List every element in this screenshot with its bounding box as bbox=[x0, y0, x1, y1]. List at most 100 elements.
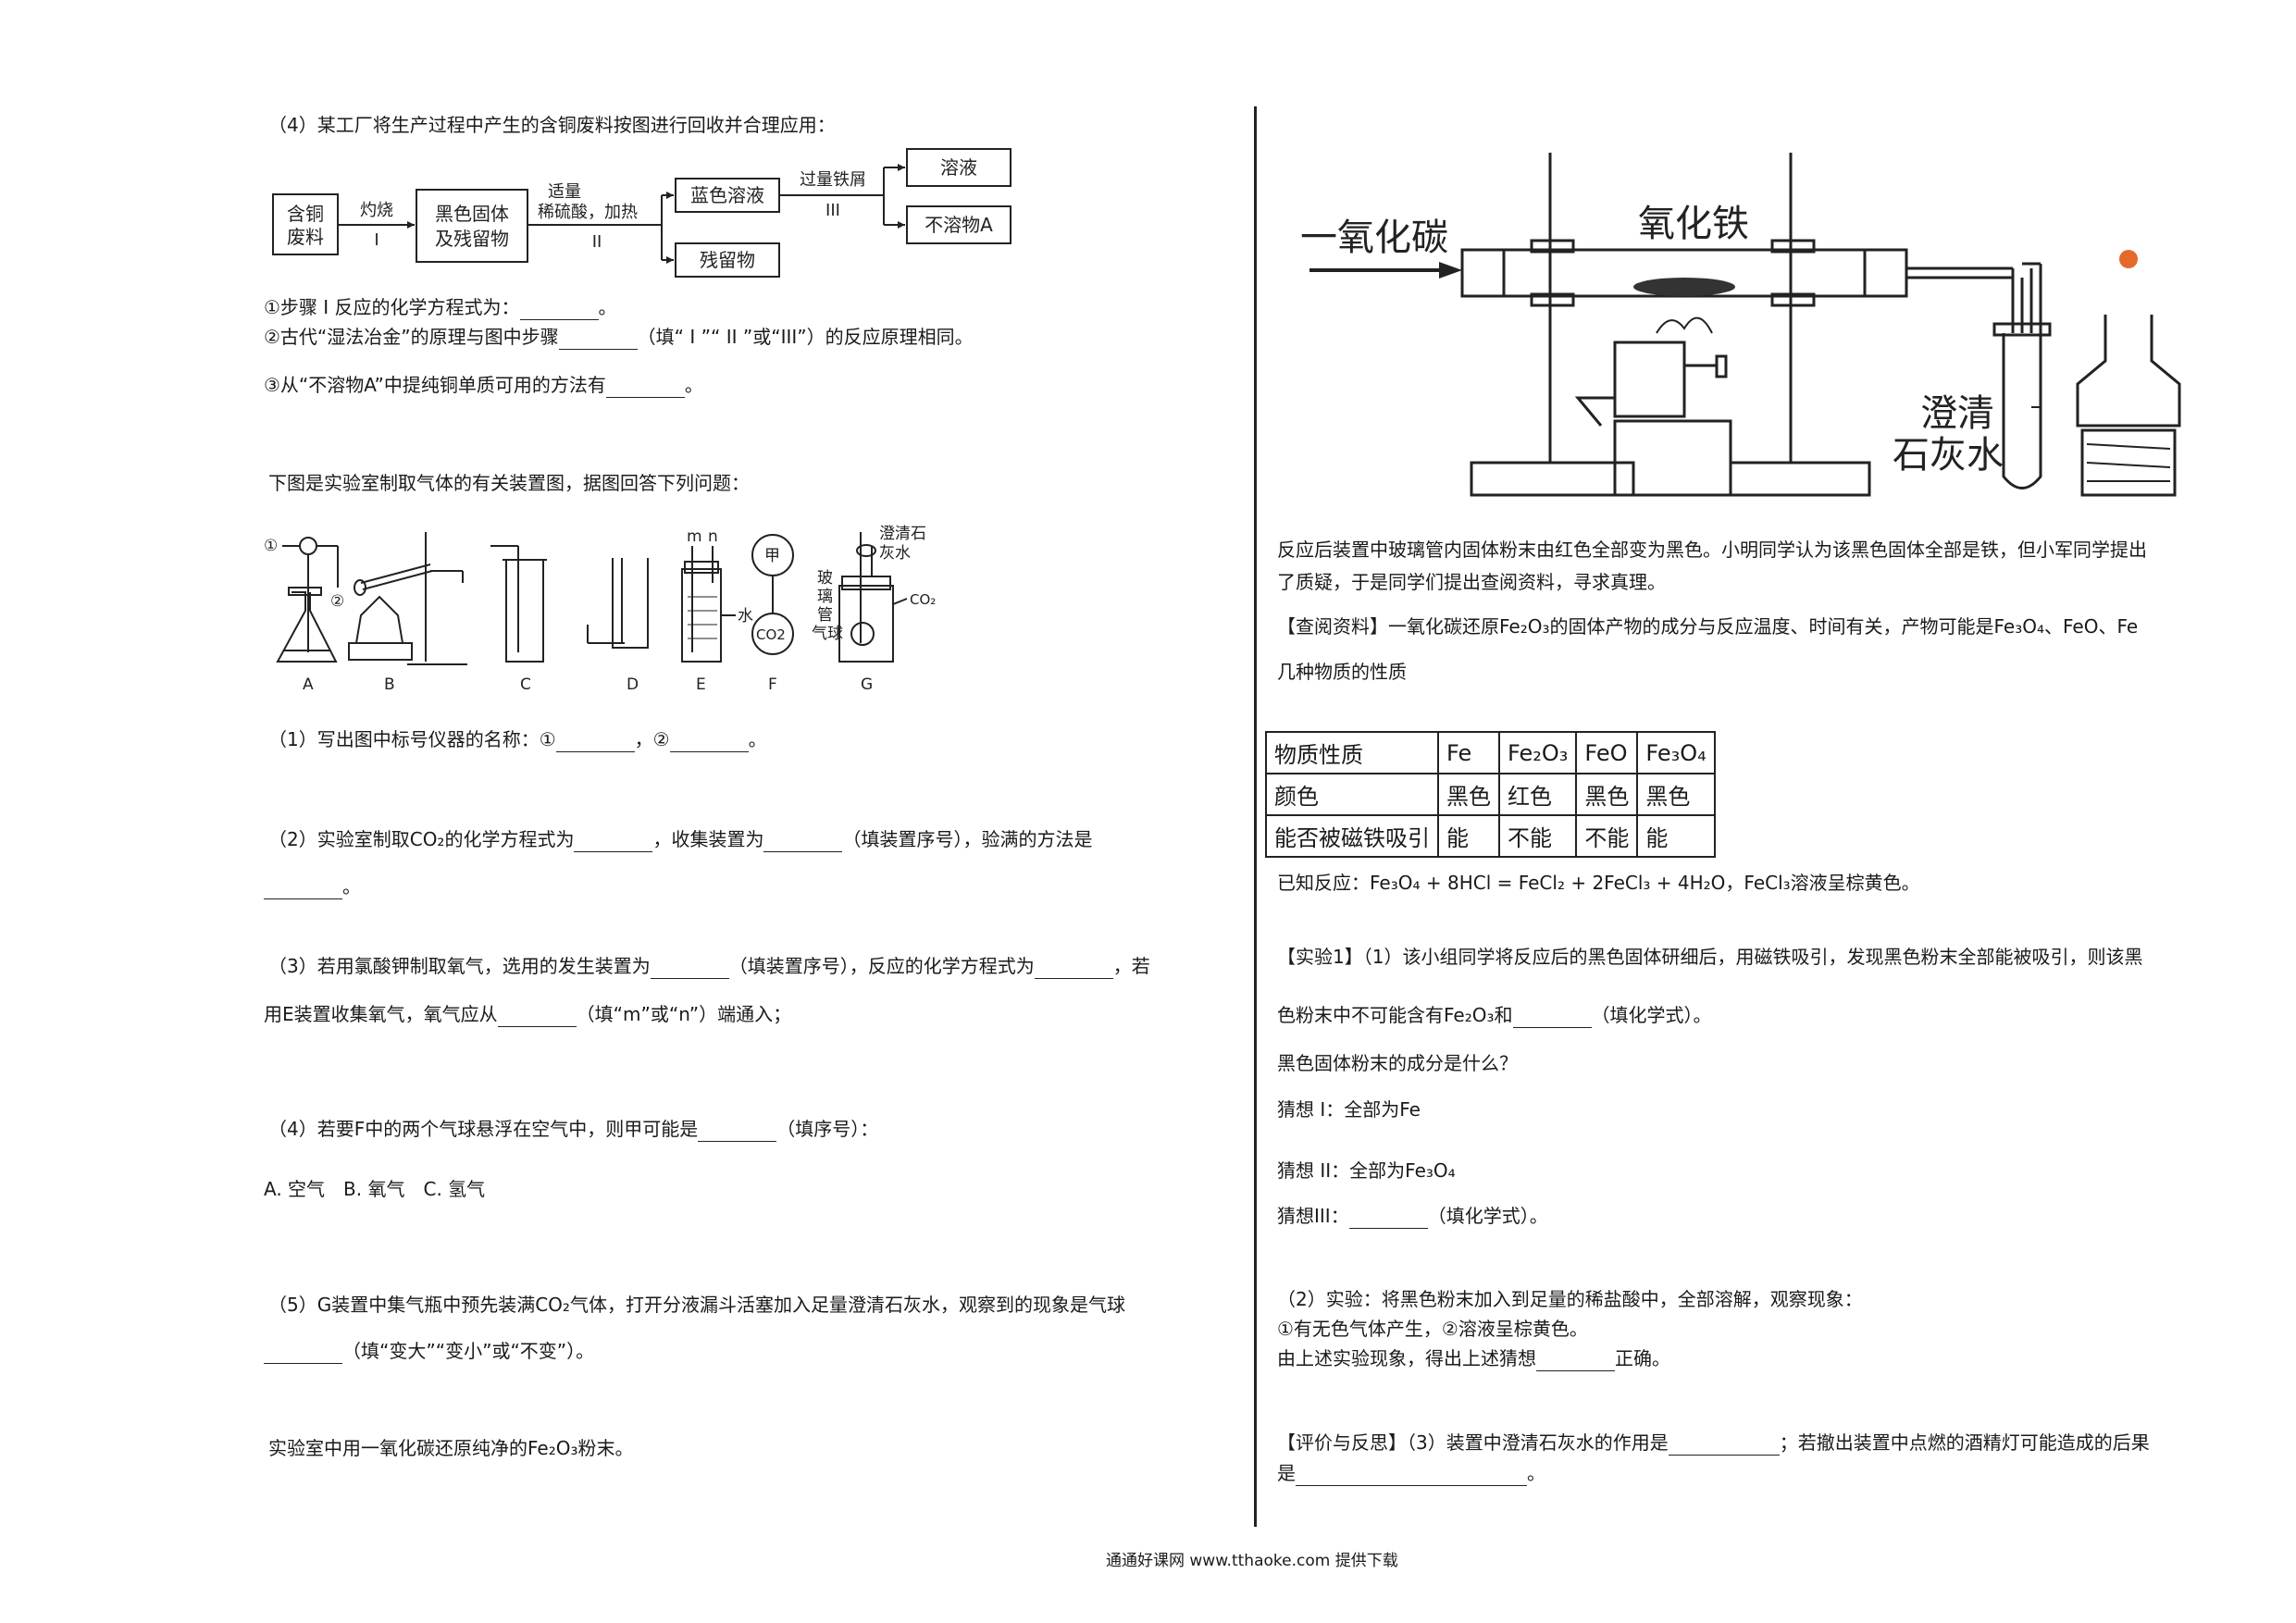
apparatus-g-left-1: 玻 bbox=[817, 569, 833, 588]
table-cell: 黑色 bbox=[1636, 773, 1716, 816]
answer-blank bbox=[1512, 1009, 1592, 1028]
apparatus-mark-2: ② bbox=[330, 592, 344, 611]
apparatus-g-left-3: 管 bbox=[817, 606, 833, 625]
question-p1: （1）写出图中标号仪器的名称：①，②。 bbox=[268, 728, 767, 752]
answer-blank bbox=[763, 833, 843, 852]
apparatus-water: 水 bbox=[738, 607, 753, 626]
flow-step1-bottom: I bbox=[374, 230, 379, 250]
footer-source: 通通好课网 www.tthaoke.com 提供下载 bbox=[1106, 1552, 1398, 1570]
answer-blank bbox=[1348, 1209, 1428, 1229]
question-black-powder: 黑色固体粉末的成分是什么？ bbox=[1277, 1052, 1518, 1074]
copper-recovery-flowchart: 含铜 废料 灼烧 I 黑色固体 及残留物 适量 稀硫酸，加热 II 蓝色溶液 残… bbox=[272, 148, 1011, 278]
q4-intro: （4）某工厂将生产过程中产生的含铜废料按图进行回收并合理应用： bbox=[268, 114, 836, 136]
property-table: 物质性质 Fe Fe₂O₃ FeO Fe₃O₄ 颜色 黑色 红色 黑色 黑色 能… bbox=[1265, 731, 1716, 858]
flow-step3-top: 过量铁屑 bbox=[800, 170, 866, 190]
question-p3: （3）若用氯酸钾制取氧气，选用的发生装置为（填装置序号），反应的化学方程式为，若 bbox=[268, 955, 1150, 979]
answer-blank bbox=[574, 833, 653, 852]
para1b: 了质疑，于是同学们提出查阅资料，寻求真理。 bbox=[1277, 571, 1666, 593]
limewater-label-2: 石灰水 bbox=[1893, 434, 2004, 477]
table-cell: 黑色 bbox=[1437, 773, 1500, 816]
table-cell: Fe bbox=[1437, 731, 1500, 774]
apparatus-label-b: B bbox=[384, 675, 395, 694]
table-header-row: 物质性质 Fe Fe₂O₃ FeO Fe₃O₄ bbox=[1265, 731, 1716, 774]
experiment1-a: 【实验1】（1）该小组同学将反应后的黑色固体研细后，用磁铁吸引，发现黑色粉末全部… bbox=[1277, 946, 2143, 968]
apparatus-label-d: D bbox=[627, 675, 639, 694]
apparatus-m: m bbox=[687, 527, 702, 546]
table-cell: 不能 bbox=[1575, 814, 1639, 858]
flow-box6: 不溶物A bbox=[925, 214, 993, 236]
question-p5-cont: （填“变大”“变小”或“不变”）。 bbox=[264, 1338, 594, 1364]
flow-step1-top: 灼烧 bbox=[360, 201, 393, 220]
table-row: 能否被磁铁吸引 能 不能 不能 能 bbox=[1265, 814, 1716, 858]
experiment2-conclusion: 由上述实验现象，得出上述猜想正确。 bbox=[1277, 1347, 1670, 1371]
guess-1: 猜想 I：全部为Fe bbox=[1277, 1098, 1421, 1121]
apparatus-n: n bbox=[708, 527, 718, 546]
flow-box1-line2: 废料 bbox=[287, 226, 324, 248]
apparatus-mark-1: ① bbox=[264, 537, 278, 555]
apparatus-g-left-4: 气球 bbox=[812, 625, 843, 643]
burner-flame bbox=[1656, 316, 1713, 334]
flow-box1-line1: 含铜 bbox=[287, 203, 324, 225]
table-cell: 颜色 bbox=[1265, 773, 1439, 816]
flow-step2-bottom: II bbox=[592, 232, 602, 252]
table-cell: 能 bbox=[1636, 814, 1716, 858]
flow-box4: 残留物 bbox=[700, 249, 755, 271]
apparatus-g-right: CO₂ bbox=[910, 591, 936, 608]
answer-blank bbox=[1034, 960, 1113, 979]
para1: 反应后装置中玻璃管内固体粉末由红色全部变为黑色。小明同学认为该黑色固体全部是铁，… bbox=[1277, 539, 2147, 561]
answer-blank bbox=[1668, 1436, 1780, 1456]
fe2o3-label: 氧化铁 bbox=[1638, 203, 1749, 245]
apparatus-co2: CO2 bbox=[756, 626, 786, 643]
flow-box5: 溶液 bbox=[940, 156, 977, 179]
table-row: 颜色 黑色 红色 黑色 黑色 bbox=[1265, 773, 1716, 816]
answer-blank bbox=[264, 1344, 342, 1364]
apparatus-label-a: A bbox=[303, 675, 314, 694]
lab-intro: 下图是实验室制取气体的有关装置图，据图回答下列问题： bbox=[268, 472, 750, 494]
lamp-flame bbox=[2119, 250, 2138, 268]
question-p2-cont: 。 bbox=[264, 873, 361, 899]
co-reduction-apparatus: 一氧化碳 氧化铁 澄清 石灰水 bbox=[1300, 153, 2181, 497]
answer-blank bbox=[1296, 1467, 1527, 1486]
answer-blank bbox=[669, 733, 749, 752]
gas-apparatus-figure: ① ② m n 水 甲 CO2 澄清石 灰水 玻 璃 管 气球 CO₂ A B … bbox=[264, 525, 936, 694]
flow-step2-top1: 适量 bbox=[548, 182, 581, 202]
table-cell: 红色 bbox=[1497, 773, 1578, 816]
answer-blank bbox=[497, 1008, 577, 1027]
question-p3-cont: 用E装置收集氧气，氧气应从（填“m”或“n”）端通入； bbox=[264, 1003, 792, 1027]
flow-box3: 蓝色溶液 bbox=[690, 184, 764, 206]
answer-blank bbox=[1536, 1352, 1615, 1371]
sub-question-3: ③从“不溶物A”中提纯铜单质可用的方法有。 bbox=[264, 374, 703, 398]
table-cell: Fe₂O₃ bbox=[1497, 731, 1578, 774]
table-cell: 黑色 bbox=[1575, 773, 1639, 816]
answer-blank bbox=[605, 378, 685, 398]
table-cell: FeO bbox=[1575, 731, 1639, 774]
guess-3: 猜想III：（填化学式）。 bbox=[1277, 1205, 1548, 1229]
limewater-label-1: 澄清 bbox=[1920, 392, 1994, 435]
apparatus-g-top-2: 灰水 bbox=[879, 544, 911, 563]
table-cell: 物质性质 bbox=[1265, 731, 1439, 774]
answer-blank bbox=[558, 330, 638, 350]
question-p4: （4）若要F中的两个气球悬浮在空气中，则甲可能是（填序号）： bbox=[268, 1118, 879, 1142]
reference-b: 几种物质的性质 bbox=[1277, 661, 1407, 683]
experiment1-b: 色粉末中不可能含有Fe₂O₃和（填化学式）。 bbox=[1277, 1004, 1712, 1028]
apparatus-label-g: G bbox=[861, 675, 873, 694]
apparatus-label-e: E bbox=[696, 675, 706, 694]
table-cell: 能否被磁铁吸引 bbox=[1265, 814, 1439, 858]
question-p2: （2）实验室制取CO₂的化学方程式为，收集装置为（填装置序号），验满的方法是 bbox=[268, 828, 1093, 852]
experiment2-observations: ①有无色气体产生，②溶液呈棕黄色。 bbox=[1277, 1318, 1588, 1340]
apparatus-label-f: F bbox=[768, 675, 777, 694]
apparatus-g-top-1: 澄清石 bbox=[879, 525, 926, 543]
question-p4-options: A. 空气 B. 氧气 C. 氢气 bbox=[264, 1178, 486, 1200]
answer-blank bbox=[650, 960, 729, 979]
sub-question-1: ①步骤 I 反应的化学方程式为：。 bbox=[264, 296, 617, 320]
apparatus-g-left-2: 璃 bbox=[817, 588, 833, 606]
table-cell: 不能 bbox=[1497, 814, 1578, 858]
apparatus-jia: 甲 bbox=[764, 547, 780, 565]
fe2o3-powder bbox=[1633, 278, 1735, 296]
evaluation-cont: 是。 bbox=[1277, 1462, 1545, 1486]
column-divider bbox=[1254, 106, 1257, 1527]
co-label: 一氧化碳 bbox=[1300, 217, 1448, 259]
flow-box2-line1: 黑色固体 bbox=[435, 203, 509, 225]
answer-blank bbox=[264, 880, 342, 899]
final-intro: 实验室中用一氧化碳还原纯净的Fe₂O₃粉末。 bbox=[268, 1437, 634, 1459]
